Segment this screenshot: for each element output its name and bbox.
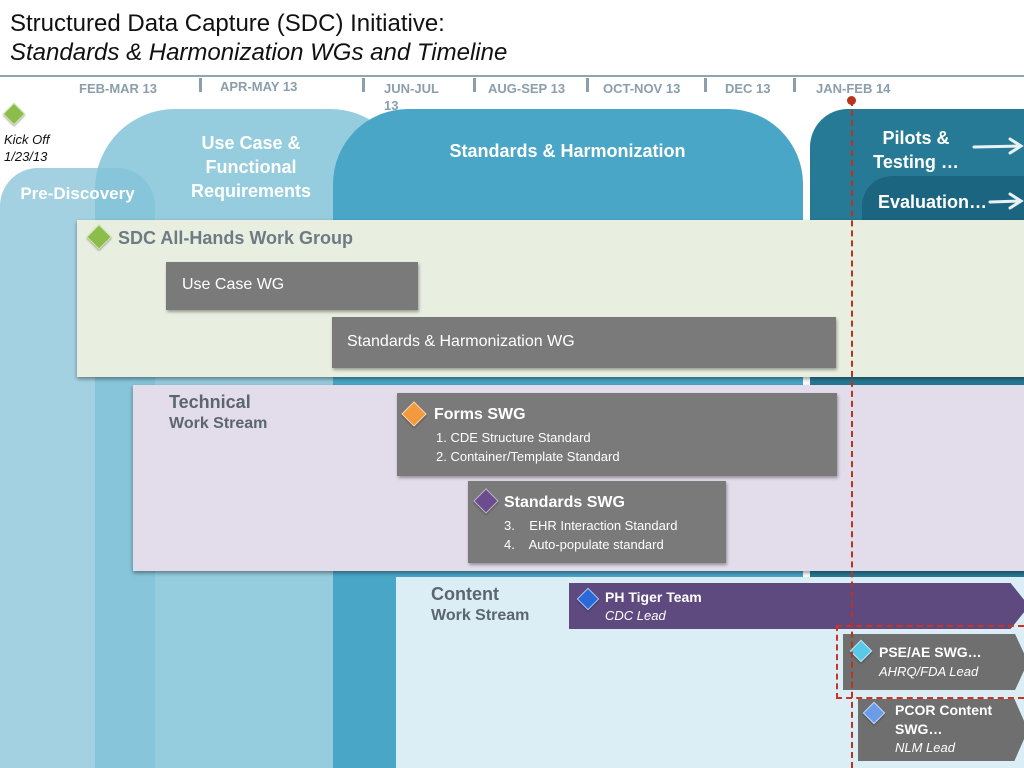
standards-swg-item: 4. Auto-populate standard [504, 537, 664, 552]
ph-tiger-team-bar [569, 583, 1024, 629]
kickoff-label: Kick Off 1/23/13 [4, 132, 50, 164]
current-date-marker-line [851, 100, 853, 768]
page-subtitle: Standards & Harmonization WGs and Timeli… [10, 39, 508, 66]
pse-ae-swg-title: PSE/AE SWG… [879, 644, 982, 660]
content-subtitle: Work Stream [431, 607, 530, 624]
phase-label-usecase: Use Case & Functional Requirements [190, 133, 312, 201]
timeline-tick [362, 78, 365, 92]
standards-swg-box [468, 481, 726, 563]
phase-label-evaluation: Evaluation… [878, 192, 988, 212]
pse-ae-swg-bar [843, 634, 1024, 690]
forms-swg-item: 1. CDE Structure Standard [436, 430, 591, 445]
timeline-period-aug-sep-13: AUG-SEP 13 [488, 81, 566, 96]
timeline-tick [793, 78, 796, 92]
ph-tiger-title: PH Tiger Team [605, 589, 702, 605]
timeline-period-apr-may-13: APR-MAY 13 [220, 79, 298, 94]
phase-label-standards-harmonization: Standards & Harmonization [449, 141, 686, 161]
title-divider [0, 75, 1024, 77]
pcor-content-swg-lead: NLM Lead [895, 740, 955, 755]
standards-swg-item: 3. EHR Interaction Standard [504, 518, 678, 533]
pcor-content-swg-title: PCOR Content SWG… [895, 702, 993, 737]
ph-tiger-lead: CDC Lead [605, 608, 666, 623]
phase-label-prediscovery: Pre-Discovery [20, 184, 135, 203]
forms-swg-box [397, 393, 837, 476]
pse-ae-swg-lead: AHRQ/FDA Lead [879, 664, 979, 679]
timeline-tick [473, 78, 476, 92]
timeline-period-jan-feb-14: JAN-FEB 14 [816, 81, 891, 96]
standards-harmonization-wg-bar: Standards & Harmonization WG [332, 317, 836, 368]
technical-title: Technical [169, 392, 251, 412]
timeline-period-jun-jul-13: JUN-JUL 13 [384, 81, 439, 113]
phase-label-pilots-testing: Pilots & Testing … [873, 128, 959, 172]
highlight-dashed-frame [836, 625, 1024, 699]
arrow-right-icon [988, 192, 1024, 210]
arrow-right-icons [972, 137, 1024, 210]
timeline-tick [586, 78, 589, 92]
page-title: Structured Data Capture (SDC) Initiative… [10, 10, 445, 37]
standards-swg-title: Standards SWG [504, 494, 625, 511]
forms-swg-title: Forms SWG [434, 406, 526, 423]
timeline-period-feb-mar-13: FEB-MAR 13 [79, 81, 158, 96]
use-case-wg-bar: Use Case WG [166, 262, 418, 310]
timeline-tick [704, 78, 707, 92]
pcor-content-swg-bar [858, 699, 1024, 761]
timeline-period-dec-13: DEC 13 [725, 81, 771, 96]
timeline-tick [199, 78, 202, 92]
all-hands-title: SDC All-Hands Work Group [118, 228, 354, 248]
kickoff-milestone-icon [2, 102, 26, 126]
current-date-marker-dot [847, 96, 856, 105]
arrow-right-icon [972, 137, 1024, 155]
technical-subtitle: Work Stream [169, 415, 268, 432]
content-title: Content [431, 584, 499, 604]
forms-swg-item: 2. Container/Template Standard [436, 449, 620, 464]
timeline-period-oct-nov-13: OCT-NOV 13 [603, 81, 681, 96]
